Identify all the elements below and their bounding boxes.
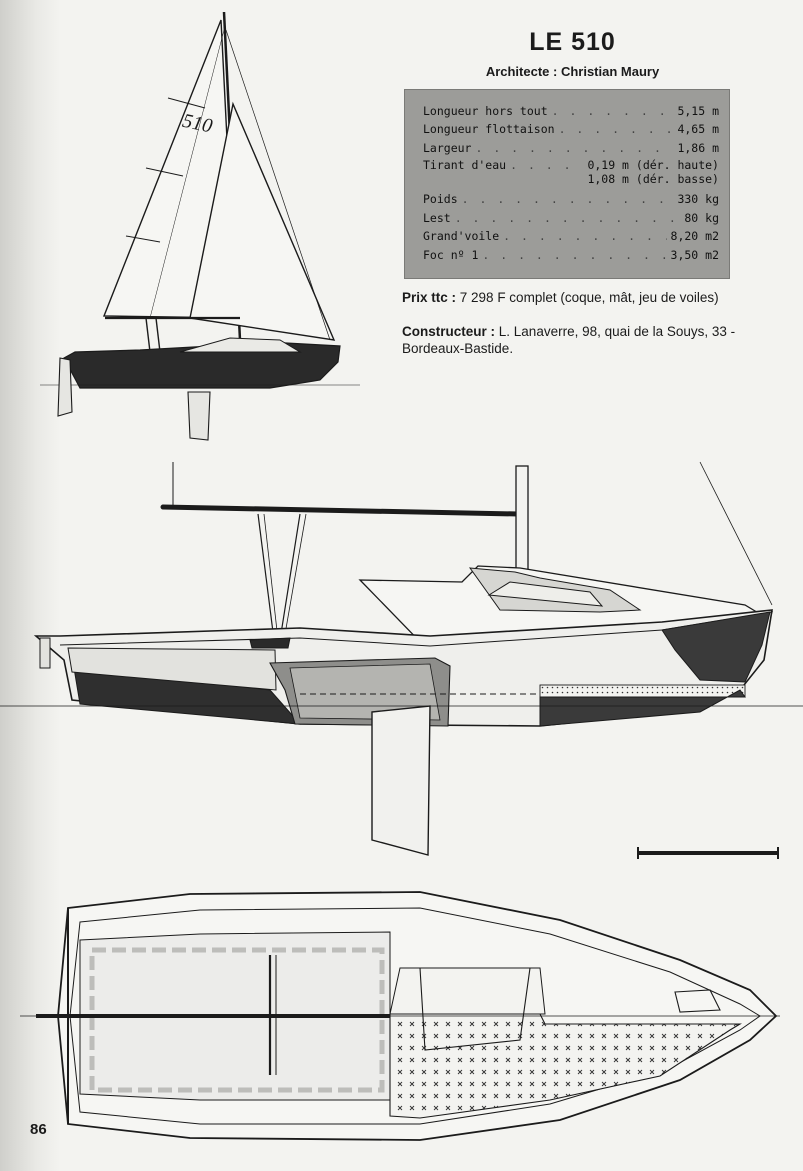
page-number: 86 <box>30 1121 47 1138</box>
price-paragraph: Prix ttc : 7 298 F complet (coque, mât, … <box>402 289 747 306</box>
spec-label: Foc nº 1 <box>423 247 479 262</box>
spec-value: 4,65 m <box>677 122 719 136</box>
spec-row: Longueur hors tout 5,15 m <box>423 99 719 118</box>
spec-row: Longueur flottaison 4,65 m <box>423 118 719 136</box>
spec-label: Lest <box>423 210 451 225</box>
builder-text: L. Lanaverre, 98, quai de la Souys, 33 -… <box>402 324 736 356</box>
spec-row: Poids 330 kg <box>423 188 719 206</box>
spec-value-line: 0,19 m (dér. haute) <box>587 157 719 172</box>
spec-value: 0,19 m (dér. haute) 1,08 m (dér. basse) <box>587 158 719 186</box>
spec-value-line: 1,08 m (dér. basse) <box>587 171 719 186</box>
sail-plan <box>40 11 360 441</box>
spec-value: 3,50 m2 <box>670 247 719 262</box>
centreboard <box>187 391 211 441</box>
page-fold-shadow <box>0 0 60 1171</box>
centreboard-lowered <box>371 705 431 856</box>
price-label: Prix ttc : <box>402 290 457 305</box>
architect-credit: Architecte : Christian Maury <box>485 64 660 79</box>
spec-value: 8,20 m2 <box>670 229 719 243</box>
spec-label: Tirant d'eau <box>423 157 507 172</box>
spec-label: Poids <box>423 192 458 206</box>
spec-label: Grand'voile <box>423 229 500 243</box>
spec-row: Grand'voile 8,20 m2 <box>423 225 719 243</box>
spec-row: Lest 80 kg <box>423 206 719 225</box>
jib <box>189 101 336 341</box>
scale-bar <box>637 847 779 859</box>
spec-row: Foc nº 1 3,50 m2 <box>423 243 719 262</box>
spec-value: 80 kg <box>684 210 719 225</box>
specifications-box: Longueur hors tout 5,15 m Longueur flott… <box>404 89 730 279</box>
spec-label: Longueur flottaison <box>423 122 555 136</box>
page-title: LE 510 <box>529 28 616 56</box>
builder-paragraph: Constructeur : L. Lanaverre, 98, quai de… <box>402 323 747 357</box>
spec-value: 1,86 m <box>677 140 719 155</box>
spec-label: Largeur <box>423 140 472 155</box>
spec-value: 5,15 m <box>677 103 719 118</box>
builder-label: Constructeur : <box>402 324 496 339</box>
price-text: 7 298 F complet (coque, mât, jeu de voil… <box>459 290 719 305</box>
spec-row: Largeur 1,86 m <box>423 136 719 155</box>
interior-profile <box>0 461 803 856</box>
deck-plan <box>20 891 780 1141</box>
spec-row: Tirant d'eau 0,19 m (dér. haute) 1,08 m … <box>423 155 719 188</box>
spec-label: Longueur hors tout <box>423 103 548 118</box>
spec-value: 330 kg <box>677 192 719 206</box>
rudder <box>57 357 73 417</box>
